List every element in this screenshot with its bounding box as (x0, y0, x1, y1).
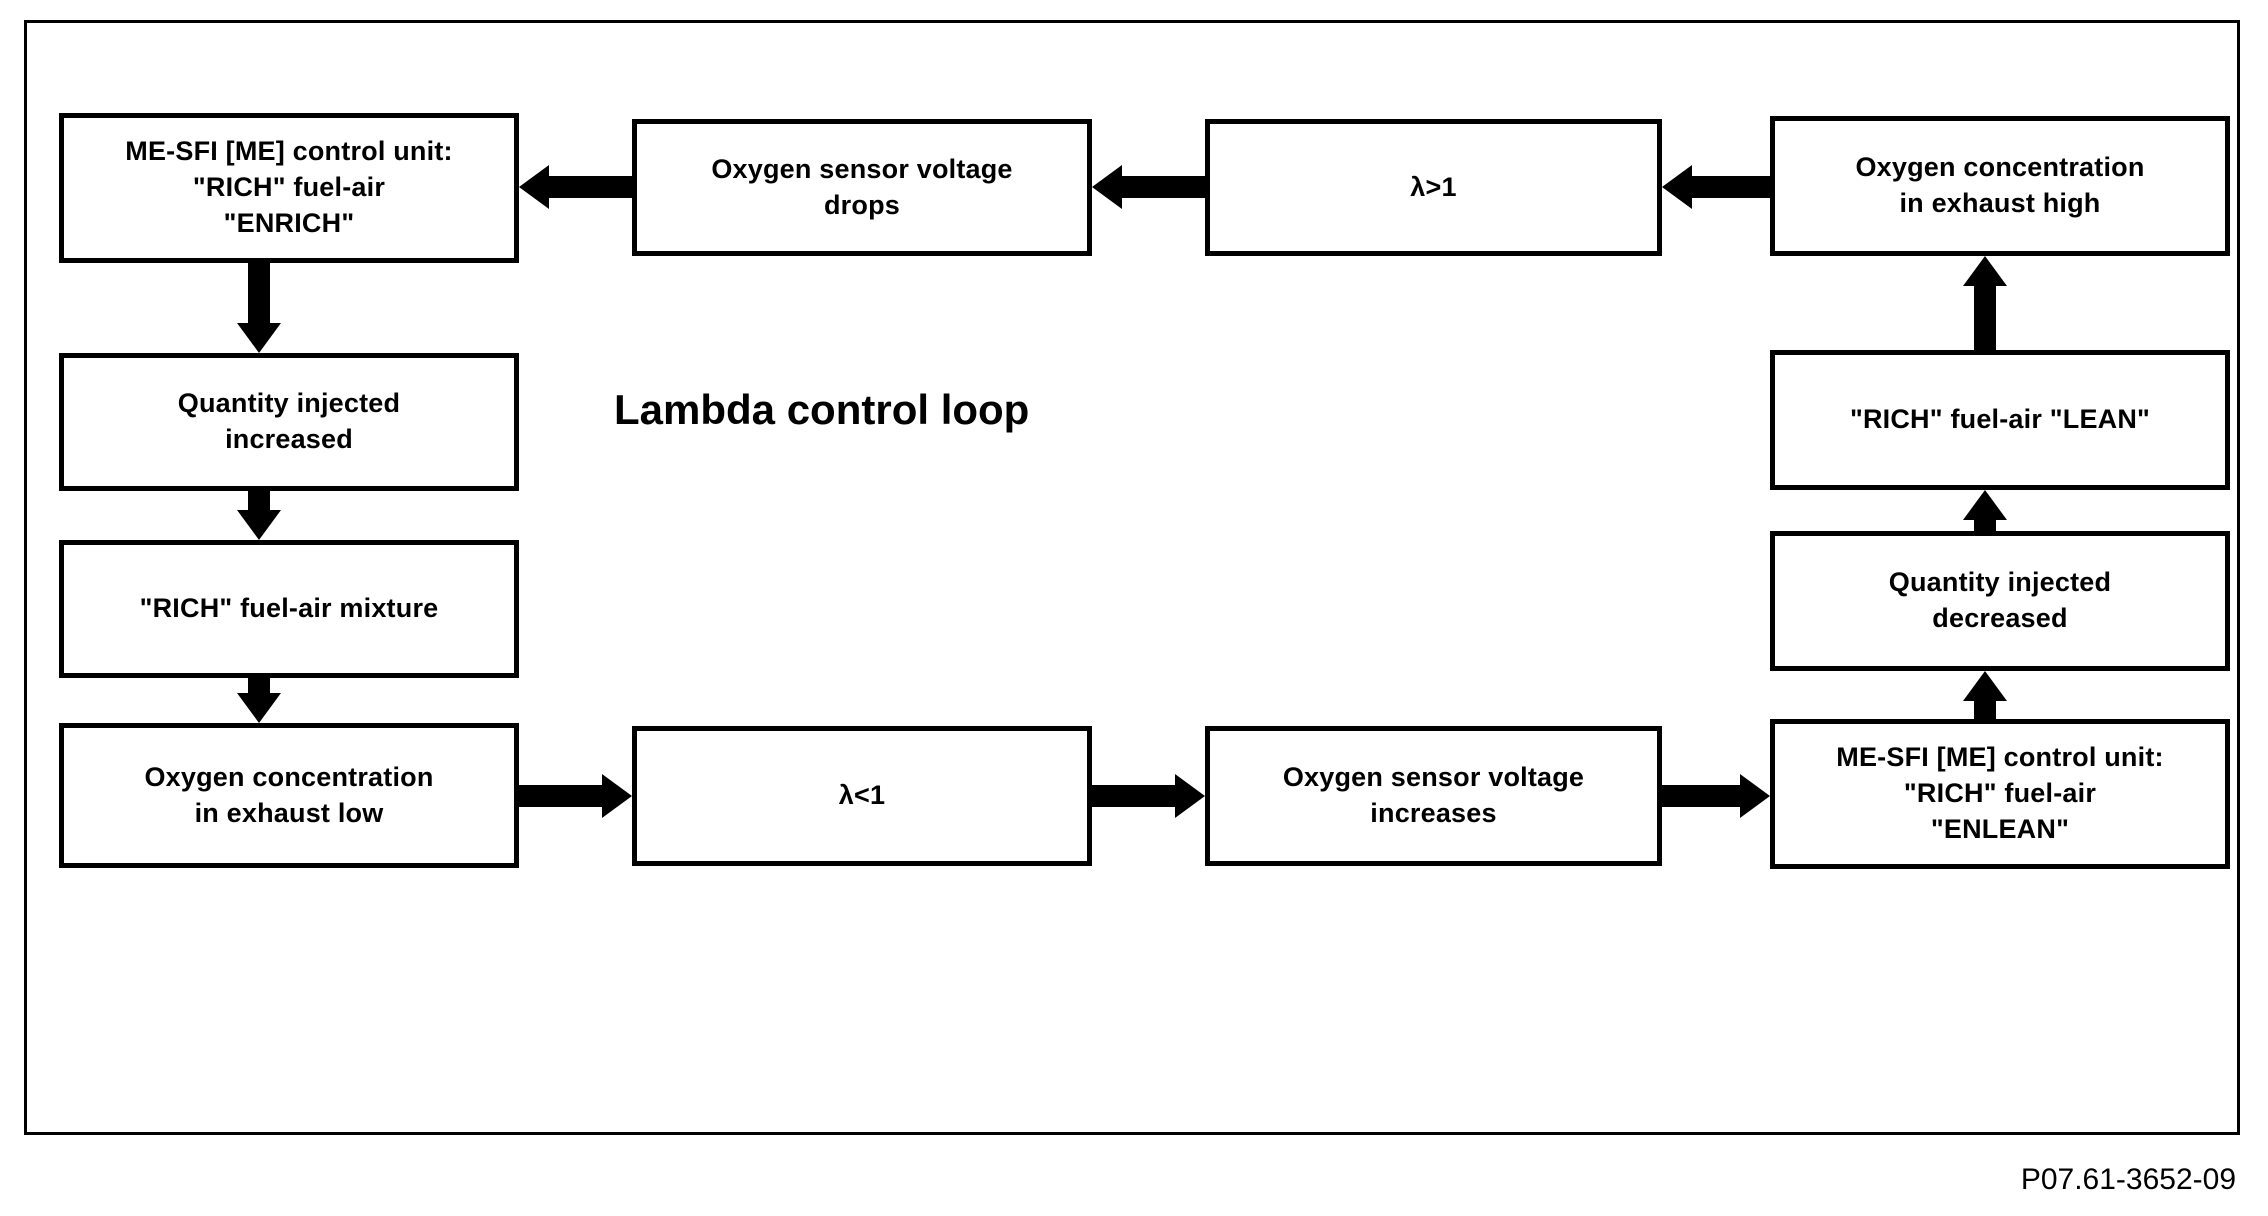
arrow-quantity-decreased-to-rich-lean (1963, 490, 2007, 531)
arrow-head (1740, 774, 1770, 818)
node-label: λ>1 (1410, 171, 1457, 202)
arrow-shaft (248, 263, 270, 325)
arrow-me-sfi-enrich-to-quantity-increased (237, 263, 281, 353)
node-label: Oxygen concentration in exhaust high (1855, 152, 2145, 218)
arrow-me-sfi-enlean-to-quantity-decreased (1963, 671, 2007, 719)
node-lambda-greater-than-one[interactable]: λ>1 (1205, 119, 1662, 256)
arrow-head (237, 693, 281, 723)
arrow-shaft (248, 678, 270, 696)
arrow-head (1662, 165, 1692, 209)
diagram-frame: ME-SFI [ME] control unit: "RICH" fuel-ai… (24, 20, 2240, 1135)
node-label: Oxygen sensor voltage drops (711, 153, 1013, 220)
node-quantity-injected-decreased[interactable]: Quantity injected decreased (1770, 531, 2230, 671)
node-label: Oxygen concentration in exhaust low (144, 761, 434, 828)
node-label: Quantity injected increased (177, 388, 401, 454)
arrow-head (1092, 165, 1122, 209)
arrow-head (1963, 256, 2007, 286)
arrow-head (1175, 774, 1205, 818)
arrow-oxygen-high-to-lambda-high (1662, 165, 1770, 209)
node-label: "RICH" fuel-air mixture (139, 593, 439, 624)
node-oxygen-concentration-exhaust-high[interactable]: Oxygen concentration in exhaust high (1770, 116, 2230, 256)
arrow-shaft (1689, 176, 1770, 198)
arrow-head (237, 510, 281, 540)
arrow-shaft (1974, 517, 1996, 531)
arrow-lambda-low-to-voltage-increases (1092, 774, 1205, 818)
node-label: ME-SFI [ME] control unit: "RICH" fuel-ai… (125, 136, 453, 238)
arrow-head (519, 165, 549, 209)
node-rich-fuel-air-lean[interactable]: "RICH" fuel-air "LEAN" (1770, 350, 2230, 490)
arrow-head (602, 774, 632, 818)
node-quantity-injected-increased[interactable]: Quantity injected increased (59, 353, 519, 491)
arrow-shaft (248, 491, 270, 513)
node-lambda-less-than-one[interactable]: λ<1 (632, 726, 1092, 866)
arrow-oxygen-low-to-lambda-low (519, 774, 632, 818)
node-oxygen-sensor-voltage-drops[interactable]: Oxygen sensor voltage drops (632, 119, 1092, 256)
figure-reference-caption: P07.61-3652-09 (2020, 1163, 2236, 1196)
node-oxygen-sensor-voltage-increases[interactable]: Oxygen sensor voltage increases (1205, 726, 1662, 866)
arrow-shaft (1974, 284, 1996, 350)
arrow-shaft (1974, 698, 1996, 719)
arrow-quantity-increased-to-rich-mixture (237, 491, 281, 540)
arrow-rich-lean-to-oxygen-high (1963, 256, 2007, 350)
arrow-voltage-increases-to-me-sfi-enlean (1662, 774, 1770, 818)
node-label: λ<1 (838, 780, 886, 811)
node-label: Quantity injected decreased (1888, 567, 2112, 633)
arrow-shaft (519, 785, 605, 807)
node-rich-fuel-air-mixture[interactable]: "RICH" fuel-air mixture (59, 540, 519, 678)
arrow-head (1963, 490, 2007, 520)
arrow-rich-mixture-to-oxygen-low (237, 678, 281, 723)
node-label: Oxygen sensor voltage increases (1282, 762, 1585, 828)
arrow-voltage-drops-to-me-sfi-enrich (519, 165, 632, 209)
node-me-sfi-enlean[interactable]: ME-SFI [ME] control unit: "RICH" fuel-ai… (1770, 719, 2230, 869)
arrow-head (1963, 671, 2007, 701)
node-me-sfi-enrich[interactable]: ME-SFI [ME] control unit: "RICH" fuel-ai… (59, 113, 519, 263)
arrow-shaft (1119, 176, 1205, 198)
node-oxygen-concentration-exhaust-low[interactable]: Oxygen concentration in exhaust low (59, 723, 519, 868)
arrow-shaft (546, 176, 632, 198)
diagram-title: Lambda control loop (614, 386, 1030, 433)
arrow-lambda-high-to-voltage-drops (1092, 165, 1205, 209)
arrow-head (237, 323, 281, 353)
arrow-shaft (1092, 785, 1178, 807)
node-label: "RICH" fuel-air "LEAN" (1849, 404, 2151, 435)
node-label: ME-SFI [ME] control unit: "RICH" fuel-ai… (1836, 742, 2164, 844)
arrow-shaft (1662, 785, 1743, 807)
